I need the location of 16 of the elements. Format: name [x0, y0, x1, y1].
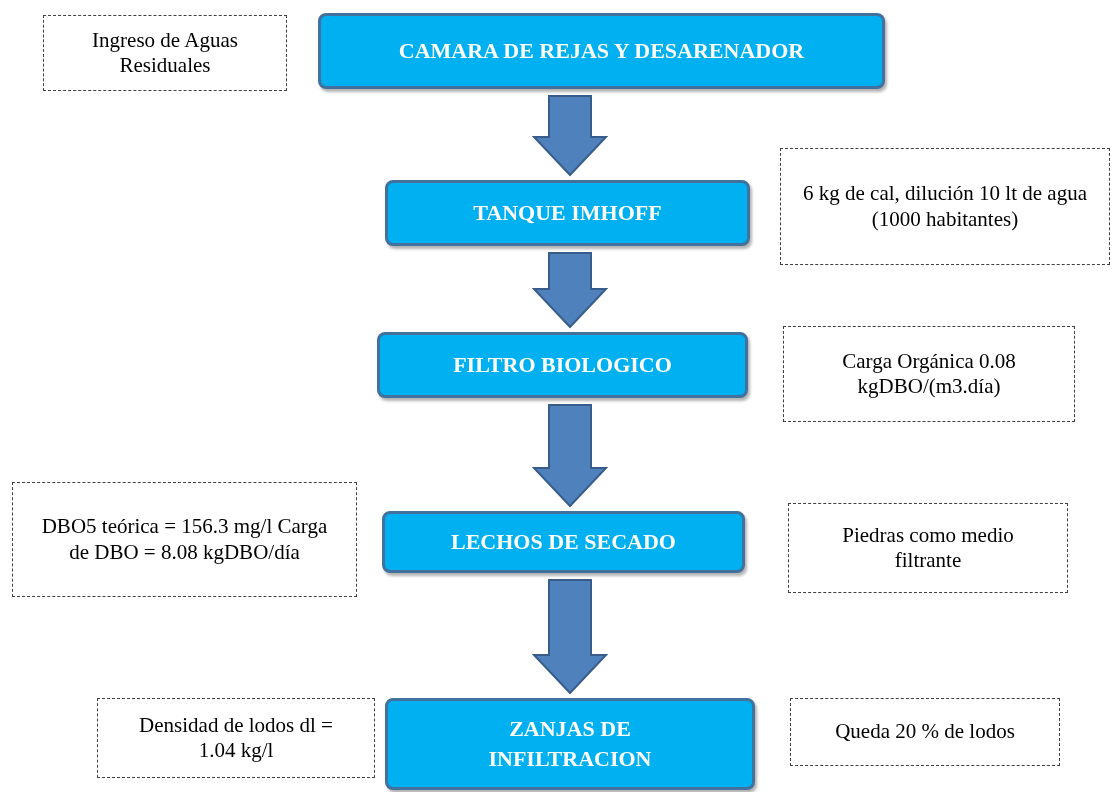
note-box: DBO5 teórica = 156.3 mg/l Carga de DBO = 8.08 kgDBO/día [12, 482, 357, 597]
note-box: Piedras como medio filtrante [788, 503, 1068, 593]
block-arrow [531, 252, 609, 329]
note-box: Densidad de lodos dl = 1.04 kg/l [97, 698, 375, 778]
process-box: TANQUE IMHOFF [385, 180, 750, 246]
block-arrow [531, 404, 609, 508]
note-box: Carga Orgánica 0.08 kgDBO/(m3.día) [783, 326, 1075, 422]
block-arrow [531, 95, 609, 177]
process-box: ZANJAS DE INFILTRACION [385, 698, 755, 790]
process-box: FILTRO BIOLOGICO [377, 332, 748, 398]
process-box: CAMARA DE REJAS Y DESARENADOR [318, 13, 885, 89]
block-arrow [531, 579, 609, 695]
note-box: Queda 20 % de lodos [790, 698, 1060, 766]
note-box: 6 kg de cal, dilución 10 lt de agua (1000 habitantes) [780, 148, 1110, 265]
process-box: LECHOS DE SECADO [382, 511, 745, 573]
note-box: Ingreso de Aguas Residuales [43, 15, 287, 91]
